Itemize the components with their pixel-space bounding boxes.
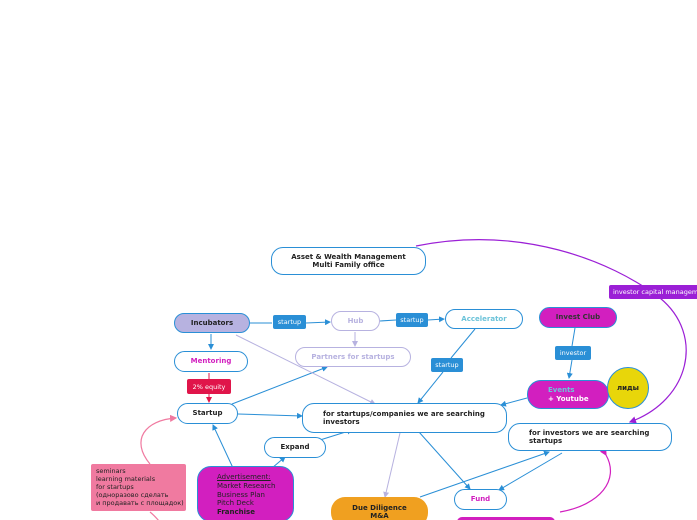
equity-tag: 2% equity xyxy=(187,379,231,394)
search-investors-node[interactable]: for startups/companies we are searching … xyxy=(302,403,507,433)
edge-search-startups-fund xyxy=(498,452,563,491)
seminars-note: seminars learning materials for startups… xyxy=(91,464,186,511)
edge-accelerator-tag xyxy=(450,328,476,359)
events-node[interactable]: Events + Youtube xyxy=(527,380,609,409)
edge-tag-accelerator xyxy=(427,316,445,323)
edge-search-dd xyxy=(383,432,401,498)
leads-node[interactable]: лиды xyxy=(607,367,649,409)
edge-tag-events xyxy=(566,359,573,379)
edge-seminars-bottom xyxy=(149,511,159,520)
advertisement-franchise: Franchise xyxy=(217,508,255,516)
partial-magenta-node xyxy=(457,517,555,520)
investor-capital-tag: investor capital management xyxy=(609,285,697,299)
due-diligence-node[interactable]: Due Diligence M&A xyxy=(331,497,428,520)
events-label: Events xyxy=(548,386,575,395)
edge-investclub-tag xyxy=(571,327,576,347)
edge-seminars-startup xyxy=(140,414,178,465)
advertisement-line: Market Research xyxy=(217,481,276,490)
edge-advertisement-startup xyxy=(212,424,234,469)
edge-hub-tag xyxy=(379,319,397,322)
edge-tag-hub xyxy=(305,319,331,326)
edge-tag-search-investors xyxy=(417,371,444,404)
fund-node[interactable]: Fund xyxy=(454,489,507,510)
startup-tag-1: startup xyxy=(273,315,306,329)
edge-dd-search-startups xyxy=(419,450,550,498)
startup-tag-2: startup xyxy=(396,313,428,327)
startup-node[interactable]: Startup xyxy=(177,403,238,424)
startup-tag-3: startup xyxy=(431,358,463,372)
edge-events-search xyxy=(500,397,528,407)
hub-node[interactable]: Hub xyxy=(331,311,380,331)
partners-node[interactable]: Partners for startups xyxy=(295,347,411,367)
edge-startup-partners xyxy=(231,366,328,405)
edge-incubators-search xyxy=(235,334,376,405)
incubators-node[interactable]: Incubators xyxy=(174,313,250,333)
advertisement-title: Advertisement: xyxy=(217,473,271,481)
edge-magenta-bottom xyxy=(559,448,611,513)
investor-tag: investor xyxy=(555,346,591,360)
mentoring-node[interactable]: Mentoring xyxy=(174,351,248,372)
search-startups-node[interactable]: for investors we are searching startups xyxy=(508,423,672,451)
advertisement-line: Pitch Deck xyxy=(217,499,254,508)
advertisement-line: Business Plan xyxy=(217,490,265,499)
youtube-label: + Youtube xyxy=(548,394,589,403)
asset-wealth-node[interactable]: Asset & Wealth Management Multi Family o… xyxy=(271,247,426,275)
invest-club-node[interactable]: Invest Club xyxy=(539,307,617,328)
edge-search-fund xyxy=(418,431,471,490)
expand-node[interactable]: Expand xyxy=(264,437,326,458)
accelerator-node[interactable]: Accelerator xyxy=(445,309,523,329)
edge-startup-search xyxy=(237,412,303,419)
